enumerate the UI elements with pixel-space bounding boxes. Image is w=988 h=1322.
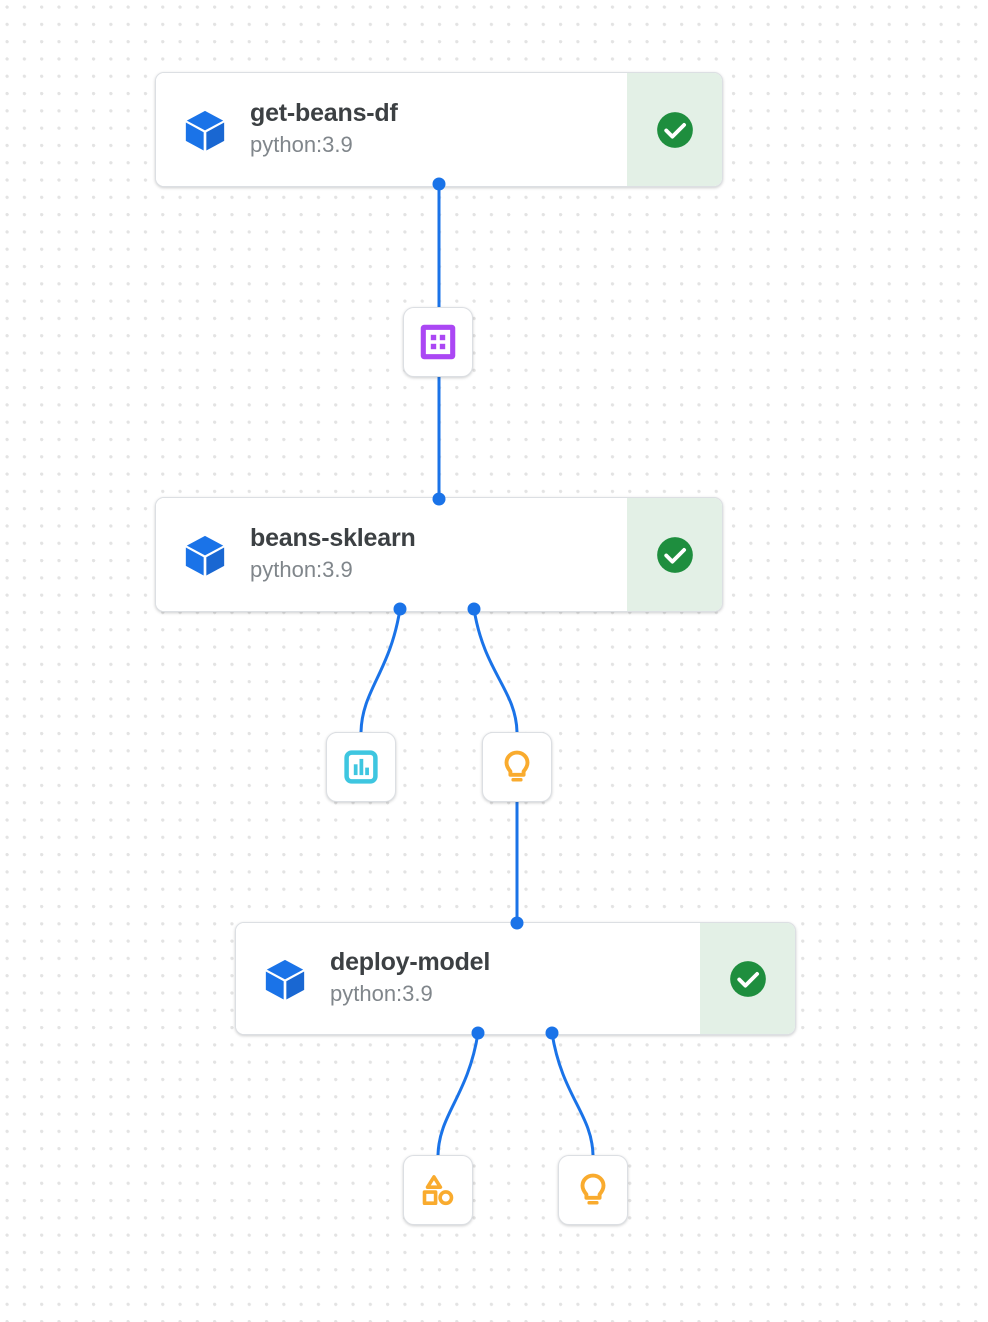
- lightbulb-icon: [580, 1173, 606, 1205]
- connector-handle-deploy-model-output-endpoint[interactable]: [545, 1026, 559, 1040]
- lightbulb-icon: [504, 750, 530, 782]
- task-node-body: deploy-model python:3.9: [236, 923, 700, 1034]
- edge-beans-sklearn-to-model: [472, 608, 519, 733]
- dataset-icon: [420, 324, 456, 360]
- status-badge-success[interactable]: [627, 498, 722, 611]
- shapes-icon: [422, 1175, 454, 1206]
- connector-handle-beans-sklearn-input[interactable]: [432, 492, 446, 506]
- edge-beans-sklearn-to-metrics: [359, 608, 402, 733]
- artifact-node-model[interactable]: [482, 732, 552, 802]
- task-node-body: get-beans-df python:3.9: [156, 73, 627, 186]
- task-node-text: get-beans-df python:3.9: [250, 99, 398, 159]
- artifact-node-endpoint[interactable]: [558, 1155, 628, 1225]
- task-node-title: deploy-model: [330, 948, 491, 977]
- task-node-body: beans-sklearn python:3.9: [156, 498, 627, 611]
- check-circle-icon: [656, 536, 693, 573]
- artifact-node-dataset[interactable]: [403, 307, 473, 377]
- task-node-deploy-model[interactable]: deploy-model python:3.9: [235, 922, 796, 1035]
- cube-icon: [185, 110, 225, 151]
- check-circle-icon: [656, 111, 693, 148]
- cube-icon: [265, 959, 305, 1000]
- bar-chart-icon: [344, 750, 378, 784]
- edge-deploy-model-to-endpoint: [550, 1032, 595, 1156]
- connector-handle-deploy-model-input[interactable]: [510, 916, 524, 930]
- check-circle-icon: [729, 960, 766, 997]
- connector-handle-deploy-model-output-classification[interactable]: [471, 1026, 485, 1040]
- cube-icon: [185, 535, 225, 576]
- edge-deploy-model-to-classification: [436, 1032, 480, 1156]
- status-badge-success[interactable]: [627, 73, 722, 186]
- task-node-text: beans-sklearn python:3.9: [250, 524, 416, 584]
- connector-handle-get-beans-df-output[interactable]: [432, 177, 446, 191]
- task-node-subtitle: python:3.9: [330, 980, 433, 1006]
- task-node-get-beans-df[interactable]: get-beans-df python:3.9: [155, 72, 723, 187]
- connector-handle-beans-sklearn-output-metrics[interactable]: [393, 602, 407, 616]
- artifact-node-metrics[interactable]: [326, 732, 396, 802]
- status-badge-success[interactable]: [700, 923, 795, 1034]
- task-node-subtitle: python:3.9: [250, 131, 353, 157]
- task-node-text: deploy-model python:3.9: [330, 948, 490, 1008]
- task-node-beans-sklearn[interactable]: beans-sklearn python:3.9: [155, 497, 723, 612]
- task-node-subtitle: python:3.9: [250, 556, 353, 582]
- connector-handle-beans-sklearn-output-model[interactable]: [467, 602, 481, 616]
- task-node-title: beans-sklearn: [250, 524, 416, 553]
- task-node-title: get-beans-df: [250, 99, 398, 128]
- artifact-node-classification[interactable]: [403, 1155, 473, 1225]
